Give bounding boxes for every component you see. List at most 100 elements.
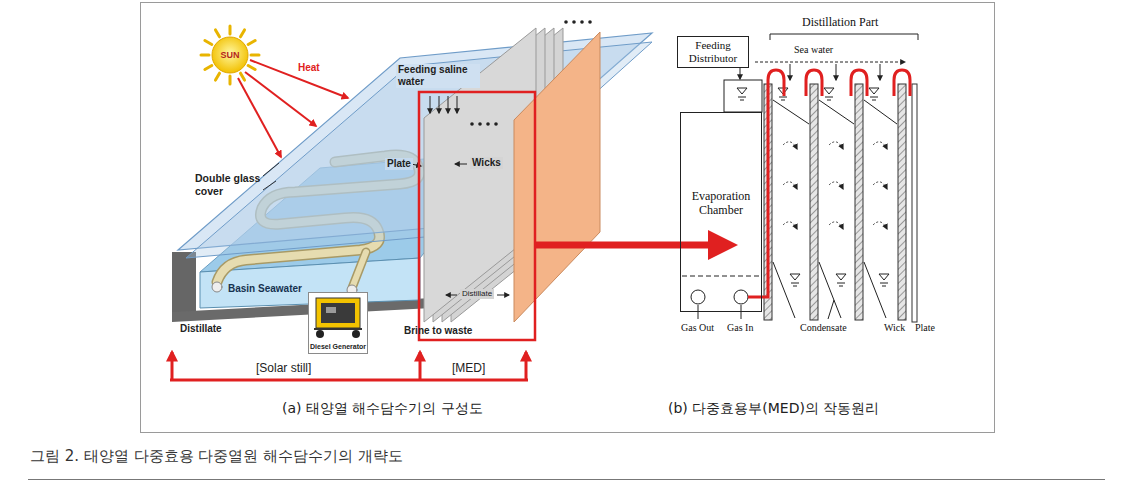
frame — [141, 3, 995, 433]
sun-rays — [248, 41, 255, 45]
med-plates — [478, 122, 482, 126]
vapor-arrows — [873, 142, 887, 149]
cell-details — [828, 300, 834, 319]
sun-rays — [229, 26, 232, 34]
sea-water-line — [880, 64, 881, 80]
serpentine-pipe — [212, 282, 222, 292]
med-plates — [470, 122, 474, 126]
med-plates-schematic — [912, 84, 917, 322]
part-label: Wick — [884, 322, 905, 334]
chamber-parts — [698, 305, 699, 319]
zoom-arrow — [536, 230, 738, 260]
bottom-bracket — [525, 352, 528, 380]
chamber-parts — [724, 80, 762, 112]
med-plates — [514, 32, 600, 322]
med-plates — [588, 20, 592, 24]
generator-picture — [308, 292, 368, 354]
part-label: Distillation Part — [802, 15, 878, 29]
part-label: Wicks — [470, 157, 503, 169]
sun-rays — [248, 66, 255, 70]
med-highlight-box — [419, 92, 535, 340]
vapor-arrows — [873, 222, 887, 229]
generator-picture — [314, 328, 362, 330]
cell-details — [879, 274, 889, 286]
generator-picture — [326, 307, 336, 313]
zoom-arrow — [536, 242, 712, 249]
part-label: Feeding saline water — [396, 64, 480, 88]
node-text: Evaporation Chamber — [684, 189, 758, 217]
hot-gas-lines — [806, 70, 822, 96]
vapor-arrows — [783, 142, 797, 149]
med-plates — [580, 20, 584, 24]
heat-arrows — [250, 60, 348, 98]
serpentine-pipe — [352, 252, 366, 288]
chamber-parts — [741, 305, 742, 319]
part-label: Brine to waste — [404, 325, 472, 337]
chamber-parts — [691, 290, 705, 304]
sun-rays — [241, 73, 245, 80]
node-text: Basin Seawater — [228, 283, 302, 295]
generator-picture — [316, 298, 360, 328]
med-plates — [494, 122, 498, 126]
glass-leaders — [263, 181, 276, 190]
feed-arrows — [446, 295, 457, 296]
chamber-parts — [682, 276, 760, 277]
vapor-arrows — [783, 182, 797, 189]
generator-picture — [321, 303, 355, 323]
bottom-bracket — [171, 352, 174, 380]
med-plates — [486, 122, 490, 126]
figure-caption: 그림 2. 태양열 다중효용 다중열원 해수담수기의 개략도 — [30, 447, 403, 465]
hot-gas-lines — [748, 70, 784, 297]
cell-details — [773, 100, 809, 124]
med-plates — [572, 20, 576, 24]
med-plates-schematic — [898, 84, 906, 320]
part-label: Heat — [298, 62, 320, 74]
generator-picture — [316, 330, 324, 338]
sea-water-line — [755, 62, 905, 63]
node-text: Feeding Distributor — [681, 39, 745, 65]
node-text: SUN — [220, 50, 239, 61]
med-plates-schematic — [764, 84, 917, 322]
part-label: [MED] — [452, 361, 485, 375]
vapor-arrows — [783, 142, 887, 229]
sun-rays — [201, 54, 209, 57]
chamber-parts — [682, 80, 762, 319]
cell-details — [864, 262, 886, 318]
cell-details — [824, 88, 834, 100]
chamber-parts — [737, 88, 747, 100]
cell-details — [790, 274, 800, 286]
sun-rays — [205, 66, 212, 70]
solar-still-housing — [172, 252, 196, 318]
chamber-box: Evaporation Chamber — [680, 112, 762, 312]
sun-rays — [241, 30, 245, 37]
hot-gas-lines — [851, 70, 867, 96]
distillation-bracket — [770, 34, 918, 40]
heat-arrows — [245, 72, 316, 126]
cell-details — [819, 262, 841, 318]
part-label: Condensate — [800, 322, 847, 334]
node-text: Diesel Generator — [310, 343, 366, 351]
cell-details — [773, 88, 897, 319]
bottom-bracket — [419, 352, 422, 380]
feed-arrows — [497, 295, 509, 296]
glass-leaders — [263, 163, 279, 190]
vapor-arrows — [829, 222, 843, 229]
hot-gas-lines — [748, 70, 910, 297]
heat-arrows — [238, 60, 348, 157]
generator-picture — [352, 330, 360, 338]
chamber-parts — [734, 290, 748, 304]
vapor-arrows — [829, 142, 843, 149]
feed-arrows — [411, 96, 509, 295]
part-label: [Solar still] — [256, 361, 311, 375]
serpentine-pipe — [352, 252, 366, 288]
part-label: Double glass cover — [195, 172, 263, 197]
glass-leaders — [263, 163, 279, 176]
part-label: Distillate — [460, 289, 494, 299]
feed-arrows — [455, 164, 467, 165]
sun-rays — [229, 76, 232, 84]
sun-circle: SUN — [212, 37, 248, 73]
zoom-arrow — [708, 230, 738, 260]
vapor-arrows — [829, 182, 843, 189]
distributor-box: Feeding Distributor — [677, 36, 749, 68]
